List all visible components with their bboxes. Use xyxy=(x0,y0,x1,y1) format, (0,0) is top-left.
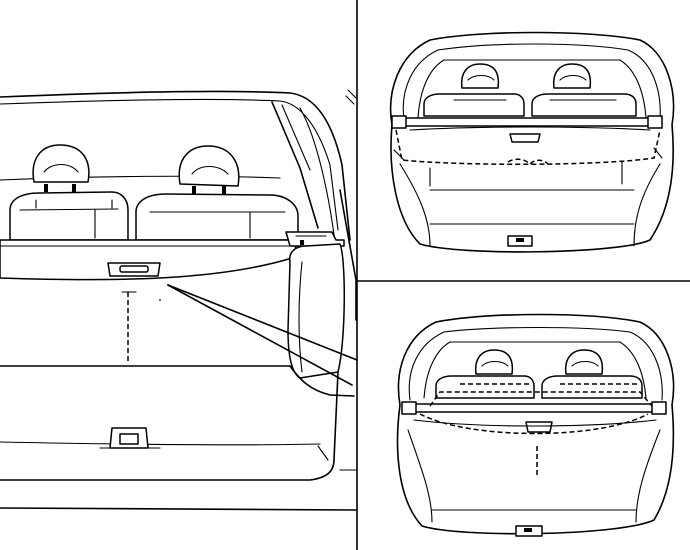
rear-body-outline xyxy=(389,31,675,253)
center-crease xyxy=(121,291,137,364)
rear-seats xyxy=(9,144,299,241)
extended-panel xyxy=(396,313,675,537)
retracted-panel xyxy=(389,31,675,253)
callout-leader xyxy=(167,284,358,386)
tailgate-latch xyxy=(99,427,161,449)
rear-body-outline-2 xyxy=(396,313,675,535)
hatch-opening xyxy=(0,90,351,241)
panel-dividers xyxy=(356,0,690,550)
closeup-panel xyxy=(0,89,358,511)
cargo-cover xyxy=(0,239,299,281)
side-bracket xyxy=(285,231,345,247)
